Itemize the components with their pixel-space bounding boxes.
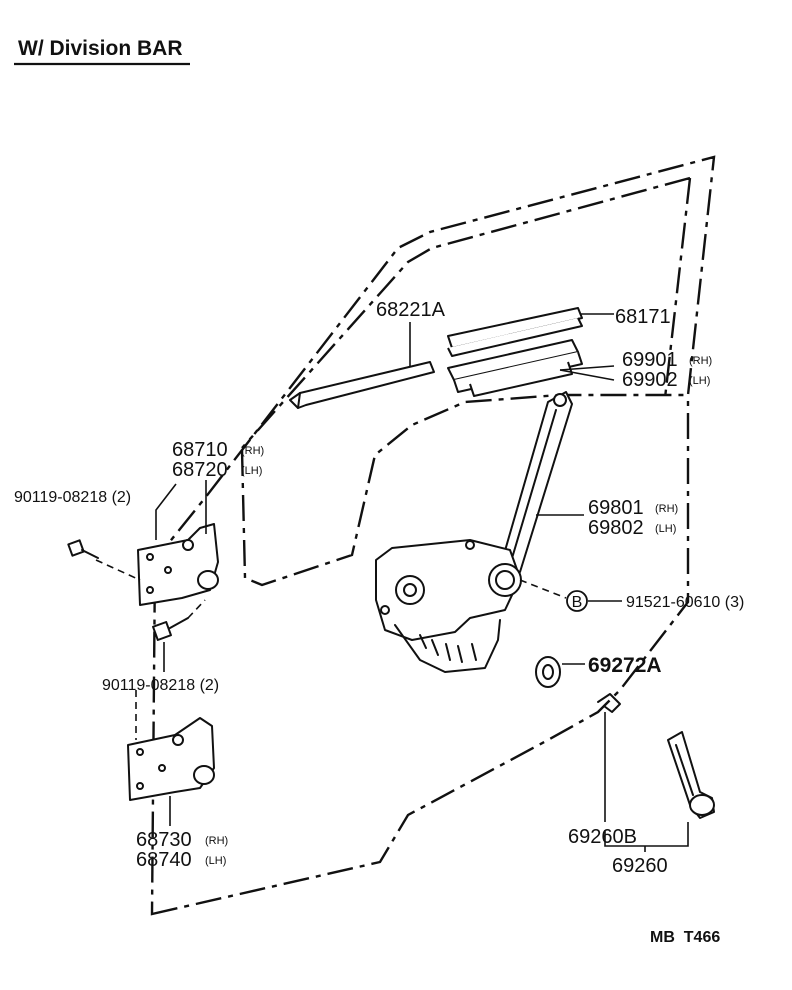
upper-door-hinge: [137, 523, 219, 606]
leader-bolt-upper: [155, 483, 177, 540]
diagram-code: MB T466: [650, 929, 720, 946]
label-69902: 69902: [622, 369, 678, 391]
label-bolt-lower: 90119-08218 (2): [102, 677, 219, 694]
hinge-bolt-upper: [67, 539, 99, 559]
label-69801-side: (RH): [655, 503, 678, 515]
hinge-bolt-lower: [152, 617, 189, 641]
label-69902-side: (LH): [689, 375, 710, 387]
division-bar: [447, 339, 583, 397]
window-crank-handle: [667, 731, 715, 819]
label-68740: 68740: [136, 849, 192, 871]
upper-run-channel: [447, 307, 583, 357]
label-68740-side: (LH): [205, 855, 226, 867]
window-frame-outline: [240, 176, 692, 587]
leader-69902: [559, 369, 615, 381]
label-68730: 68730: [136, 829, 192, 851]
screw-ref-circle: [566, 590, 588, 612]
label-68710: 68710: [172, 439, 228, 461]
leader-69260: [604, 822, 689, 847]
door-outline: [150, 155, 716, 916]
bolt-lower-dash: [187, 599, 206, 619]
label-91521: 91521-60610 (3): [626, 594, 744, 611]
window-regulator: [375, 391, 573, 673]
bolt-upper-dash: [95, 559, 141, 581]
rear-run-channel: [289, 361, 435, 409]
label-69260: 69260: [612, 855, 668, 877]
label-68720: 68720: [172, 459, 228, 481]
label-69801: 69801: [588, 497, 644, 519]
lower-door-hinge: [127, 717, 215, 801]
page-title: W/ Division BAR: [18, 37, 183, 60]
label-69802: 69802: [588, 517, 644, 539]
label-68221A: 68221A: [376, 299, 446, 321]
label-69802-side: (LH): [655, 523, 676, 535]
label-69260B: 69260B: [568, 826, 637, 848]
label-69901-side: (RH): [689, 355, 712, 367]
label-68720-side: (LH): [241, 465, 262, 477]
clip: [597, 693, 621, 713]
label-68171: 68171: [615, 306, 671, 328]
screw-ref-letter: B: [572, 594, 583, 611]
label-bolt-upper: 90119-08218 (2): [14, 489, 131, 506]
label-68730-side: (RH): [205, 835, 228, 847]
leader-69901: [559, 365, 615, 371]
plate-washer: [535, 656, 561, 688]
label-69272A: 69272A: [588, 654, 662, 677]
label-69901: 69901: [622, 349, 678, 371]
label-68710-side: (RH): [241, 445, 264, 457]
leader-screw-b: [519, 579, 567, 599]
